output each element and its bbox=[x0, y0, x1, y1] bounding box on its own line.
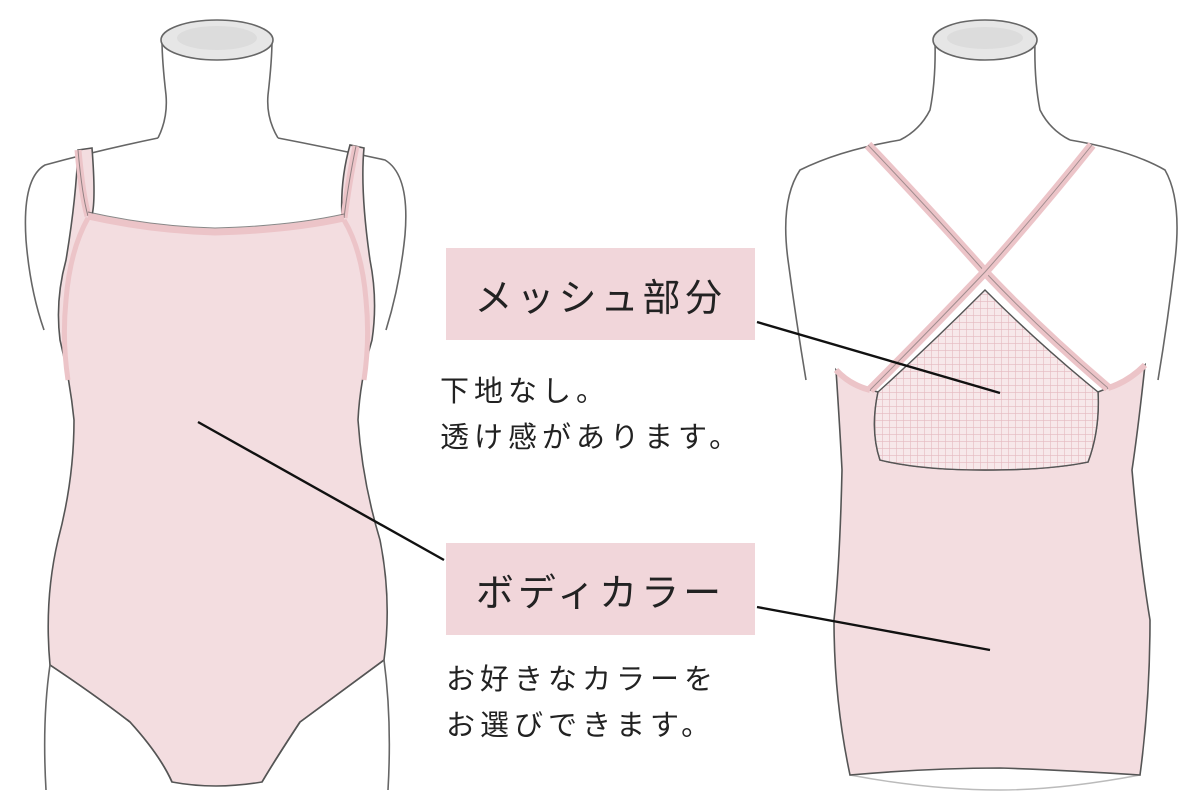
back-mannequin-torso bbox=[784, 139, 1178, 381]
front-mannequin-torso bbox=[24, 137, 407, 331]
mesh-description-line-1: 下地なし。 bbox=[440, 374, 611, 408]
mesh-description: 下地なし。 透け感があります。 bbox=[440, 368, 743, 460]
front-leg-openings bbox=[49, 664, 173, 783]
body-color-description-line-2: お選びできます。 bbox=[446, 708, 716, 742]
body-color-label-title: ボディカラー bbox=[475, 570, 726, 615]
back-mannequin-neck bbox=[899, 19, 1071, 141]
mesh-leader-line bbox=[756, 320, 1001, 395]
mesh-description-line-2: 透け感があります。 bbox=[440, 420, 744, 454]
body-color-label-box: ボディカラー bbox=[446, 543, 755, 635]
body-color-description: お好きなカラーを お選びできます。 bbox=[446, 656, 718, 748]
mesh-label-box: メッシュ部分 bbox=[446, 248, 755, 340]
back-mesh-panel bbox=[873, 289, 1099, 471]
body-color-leader-line-back bbox=[756, 605, 991, 652]
mesh-label-title: メッシュ部分 bbox=[474, 275, 727, 320]
body-color-description-line-1: お好きなカラーを bbox=[446, 662, 719, 696]
front-mannequin-neck bbox=[157, 19, 279, 139]
front-view bbox=[24, 19, 407, 791]
back-view bbox=[784, 19, 1178, 791]
body-color-leader-line-front bbox=[197, 420, 445, 562]
front-leotard-body bbox=[47, 144, 388, 787]
front-neckline-trim bbox=[87, 212, 345, 236]
